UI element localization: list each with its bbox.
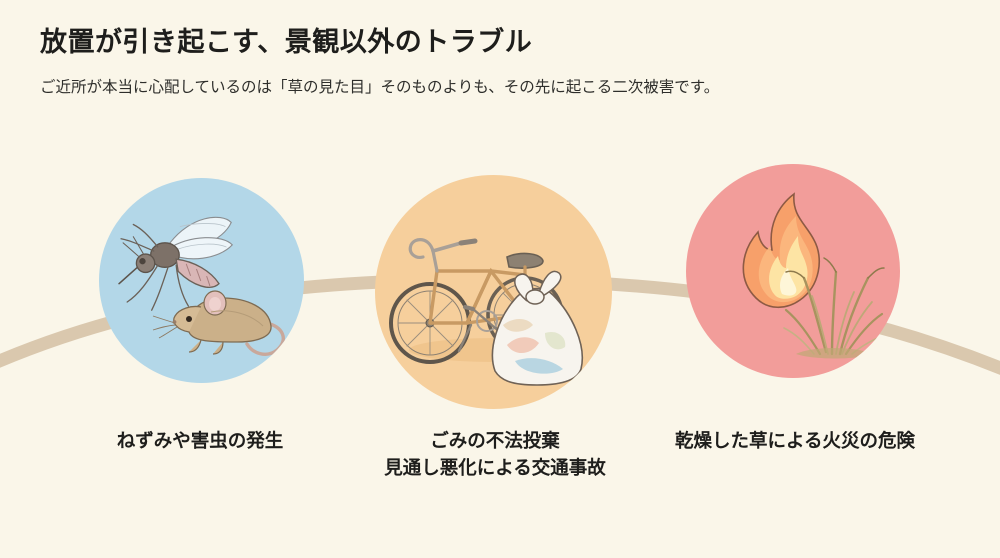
caption-pests-line-1: ねずみや害虫の発生 bbox=[116, 430, 284, 451]
page-subtitle: ご近所が本当に心配しているのは「草の見た目」そのものよりも、その先に起こる二次被… bbox=[40, 78, 720, 96]
caption-dumping-line-2: 見通し悪化による交通事故 bbox=[384, 456, 606, 478]
header: 放置が引き起こす、景観以外のトラブル ご近所が本当に心配しているのは「草の見た目… bbox=[40, 26, 960, 99]
page-title: 放置が引き起こす、景観以外のトラブル bbox=[40, 27, 533, 57]
caption-fire-line-1: 乾燥した草による火災の危険 bbox=[675, 430, 915, 451]
pests-circle bbox=[99, 178, 304, 383]
mosquito-and-mouse-icon bbox=[118, 216, 285, 356]
caption-dumping-line-1: ごみの不法投棄 bbox=[430, 430, 560, 451]
dumping-circle bbox=[375, 175, 612, 409]
fire-circle bbox=[686, 164, 900, 378]
flame-and-dry-grass-icon bbox=[742, 192, 889, 359]
caption-fire: 乾燥した草による火災の危険 bbox=[595, 428, 995, 455]
caption-dumping: ごみの不法投棄 見通し悪化による交通事故 bbox=[295, 428, 695, 482]
abandoned-bicycle-and-garbage-bag-icon bbox=[389, 238, 583, 386]
caption-pests: ねずみや害虫の発生 bbox=[0, 428, 400, 455]
